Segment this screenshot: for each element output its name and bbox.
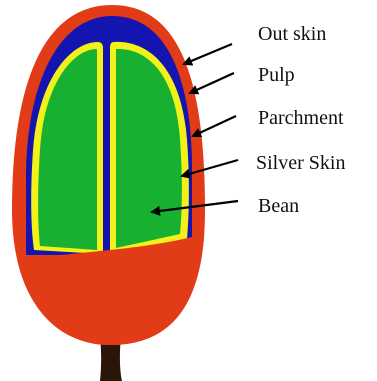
label-pulp: Pulp [258, 65, 295, 85]
pulp-arrow [190, 73, 234, 93]
out-skin-arrow [184, 44, 232, 64]
label-silver-skin: Silver Skin [256, 153, 345, 173]
label-parchment: Parchment [258, 108, 344, 128]
label-out-skin: Out skin [258, 24, 326, 44]
label-bean: Bean [258, 196, 299, 216]
